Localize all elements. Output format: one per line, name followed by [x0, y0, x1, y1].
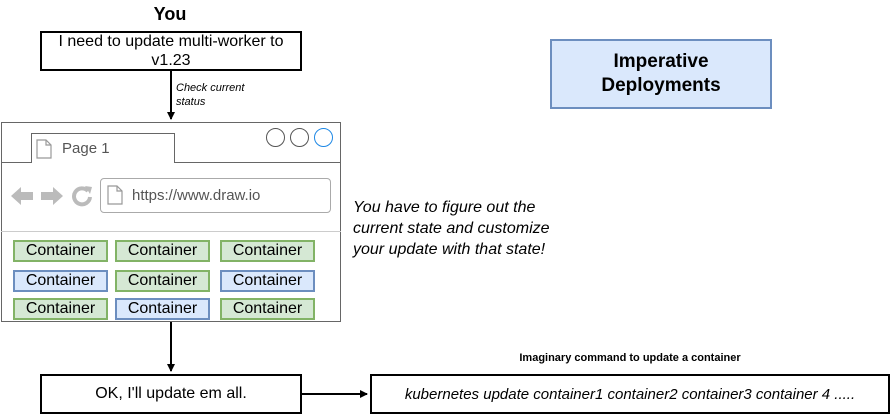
command-box: kubernetes update container1 container2 …: [370, 374, 890, 414]
state-note: You have to figure out the current state…: [353, 199, 550, 258]
window-close-button[interactable]: [314, 128, 333, 147]
tab-bar-divider: [175, 162, 341, 163]
reload-icon[interactable]: [71, 185, 93, 207]
response-text: OK, I'll update em all.: [95, 385, 247, 402]
container-cell: Container: [13, 270, 108, 292]
forward-arrow-icon[interactable]: [40, 186, 64, 206]
check-status-label: Check current status: [176, 81, 266, 109]
container-label: Container: [232, 242, 303, 259]
container-label: Container: [25, 272, 96, 289]
diagram-title: Imperative Deployments: [601, 51, 721, 96]
container-label: Container: [232, 300, 303, 317]
toolbar-divider: [1, 231, 341, 232]
command-caption: Imaginary command to update a container: [519, 352, 741, 364]
container-label: Container: [127, 242, 198, 259]
request-box: I need to update multi-worker to v1.23: [40, 31, 302, 71]
container-cell: Container: [115, 270, 210, 292]
address-bar[interactable]: [100, 178, 331, 213]
container-label: Container: [127, 272, 198, 289]
diagram-title-box: Imperative Deployments: [550, 39, 772, 109]
container-cell: Container: [115, 240, 210, 262]
command-text: kubernetes update container1 container2 …: [404, 385, 856, 403]
container-label: Container: [25, 242, 96, 259]
document-icon: [36, 139, 52, 159]
response-box: OK, I'll update em all.: [40, 374, 302, 414]
container-cell: Container: [115, 298, 210, 320]
tab-bar-divider: [1, 162, 31, 163]
container-label: Container: [232, 272, 303, 289]
container-cell: Container: [220, 270, 315, 292]
back-arrow-icon[interactable]: [10, 186, 34, 206]
container-cell: Container: [220, 240, 315, 262]
browser-tab[interactable]: [31, 133, 175, 163]
check-status-text: Check current status: [176, 82, 245, 108]
container-cell: Container: [13, 298, 108, 320]
tab-label: Page 1: [62, 140, 110, 157]
window-minimize-button[interactable]: [266, 128, 285, 147]
actor-label: You: [153, 4, 187, 24]
page-icon: [107, 185, 123, 205]
container-cell: Container: [220, 298, 315, 320]
container-label: Container: [127, 300, 198, 317]
request-text: I need to update multi-worker to v1.23: [58, 33, 284, 69]
container-label: Container: [25, 300, 96, 317]
window-maximize-button[interactable]: [290, 128, 309, 147]
container-cell: Container: [13, 240, 108, 262]
address-bar-url: https://www.draw.io: [132, 187, 261, 204]
